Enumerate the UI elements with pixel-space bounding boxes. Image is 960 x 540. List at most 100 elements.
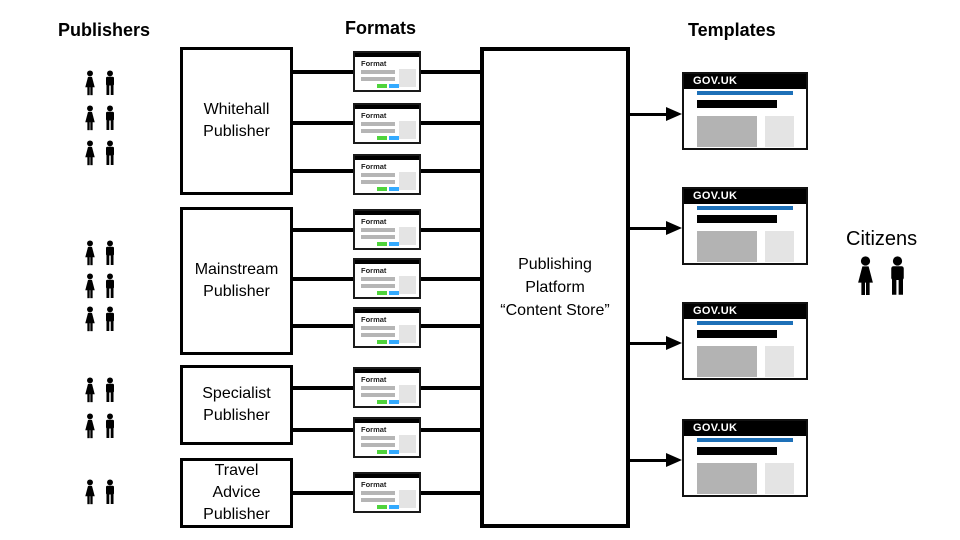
template-content-block [697,231,757,262]
platform-box: Publishing Platform “Content Store” [480,47,630,528]
publisher-box-mainstream: Mainstream Publisher [180,207,293,355]
template-content-block [697,463,757,494]
format-text-bar [361,284,395,288]
format-card-label: Format [361,266,387,275]
format-image-placeholder [399,325,416,343]
citizens-label: Citizens [846,228,918,250]
woman-icon [82,270,98,302]
format-text-bar [361,122,395,126]
format-chip-blue-icon [389,340,399,344]
template-title-bar [697,447,777,455]
template-title-bar [697,100,777,108]
publisher-box-label: Mainstream Publisher [194,261,279,300]
format-chip-green-icon [377,340,387,344]
publisher-box-label: Travel Advice Publisher [203,462,270,523]
format-text-bar [361,326,395,330]
govuk-logo: GOV.UK [693,190,738,202]
govuk-blue-bar [697,91,793,95]
format-card-label: Format [361,480,387,489]
format-text-bar [361,393,395,397]
govuk-header-bar [684,74,806,89]
format-topbar-decoration [355,156,419,160]
format-card: Format [353,417,421,458]
format-text-bar [361,386,395,390]
format-chip-blue-icon [389,136,399,140]
publisher-box-label: Specialist Publisher [202,385,271,424]
format-image-placeholder [399,276,416,294]
man-icon [102,476,118,508]
person-pair-travel-advice [82,476,118,508]
format-text-bar [361,333,395,337]
govuk-blue-bar [697,206,793,210]
format-chip-blue-icon [389,400,399,404]
man-icon [102,237,118,269]
format-card: Format [353,472,421,513]
format-chip-blue-icon [389,242,399,246]
govuk-blue-bar [697,438,793,442]
woman-icon [82,237,98,269]
publisher-box-travel-advice: Travel Advice Publisher [180,458,293,528]
arrow-head-icon [666,336,682,350]
format-text-bar [361,77,395,81]
format-chip-green-icon [377,400,387,404]
template-sidebar-block [765,346,794,377]
format-card: Format [353,209,421,250]
govuk-header-bar [684,421,806,436]
template-card: GOV.UK [682,72,808,150]
format-card: Format [353,367,421,408]
format-topbar-decoration [355,419,419,423]
publisher-box-label: Whitehall Publisher [203,101,270,140]
man-icon [102,270,118,302]
format-topbar-decoration [355,211,419,215]
publishers-heading: Publishers [58,20,151,40]
format-card: Format [353,103,421,144]
man-icon [885,253,910,299]
format-chip-blue-icon [389,84,399,88]
person-pair-whitehall [82,102,118,134]
man-icon [102,102,118,134]
template-card: GOV.UK [682,187,808,265]
format-card-label: Format [361,111,387,120]
format-card-label: Format [361,315,387,324]
template-sidebar-block [765,116,794,147]
arrow-shaft [630,342,668,345]
format-image-placeholder [399,435,416,453]
arrow-shaft [630,459,668,462]
format-card-label: Format [361,59,387,68]
format-image-placeholder [399,69,416,87]
format-topbar-decoration [355,474,419,478]
format-topbar-decoration [355,53,419,57]
woman-icon [82,137,98,169]
format-chip-green-icon [377,291,387,295]
person-pair-mainstream [82,270,118,302]
govuk-header-bar [684,189,806,204]
format-card-label: Format [361,375,387,384]
man-icon [102,303,118,335]
format-chip-green-icon [377,450,387,454]
format-text-bar [361,235,395,239]
template-title-bar [697,330,777,338]
format-image-placeholder [399,385,416,403]
format-chip-green-icon [377,242,387,246]
person-pair-mainstream [82,237,118,269]
arrow-head-icon [666,107,682,121]
formats-heading: Formats [345,18,417,38]
template-title-bar [697,215,777,223]
arrow-head-icon [666,221,682,235]
format-text-bar [361,173,395,177]
format-chip-blue-icon [389,450,399,454]
person-pair-whitehall [82,67,118,99]
govuk-blue-bar [697,321,793,325]
format-topbar-decoration [355,260,419,264]
format-chip-green-icon [377,187,387,191]
man-icon [102,137,118,169]
format-text-bar [361,498,395,502]
person-pair-mainstream [82,303,118,335]
format-image-placeholder [399,490,416,508]
format-text-bar [361,70,395,74]
person-pair-specialist [82,374,118,406]
format-card-label: Format [361,162,387,171]
template-content-block [697,116,757,147]
template-sidebar-block [765,231,794,262]
govuk-logo: GOV.UK [693,305,738,317]
